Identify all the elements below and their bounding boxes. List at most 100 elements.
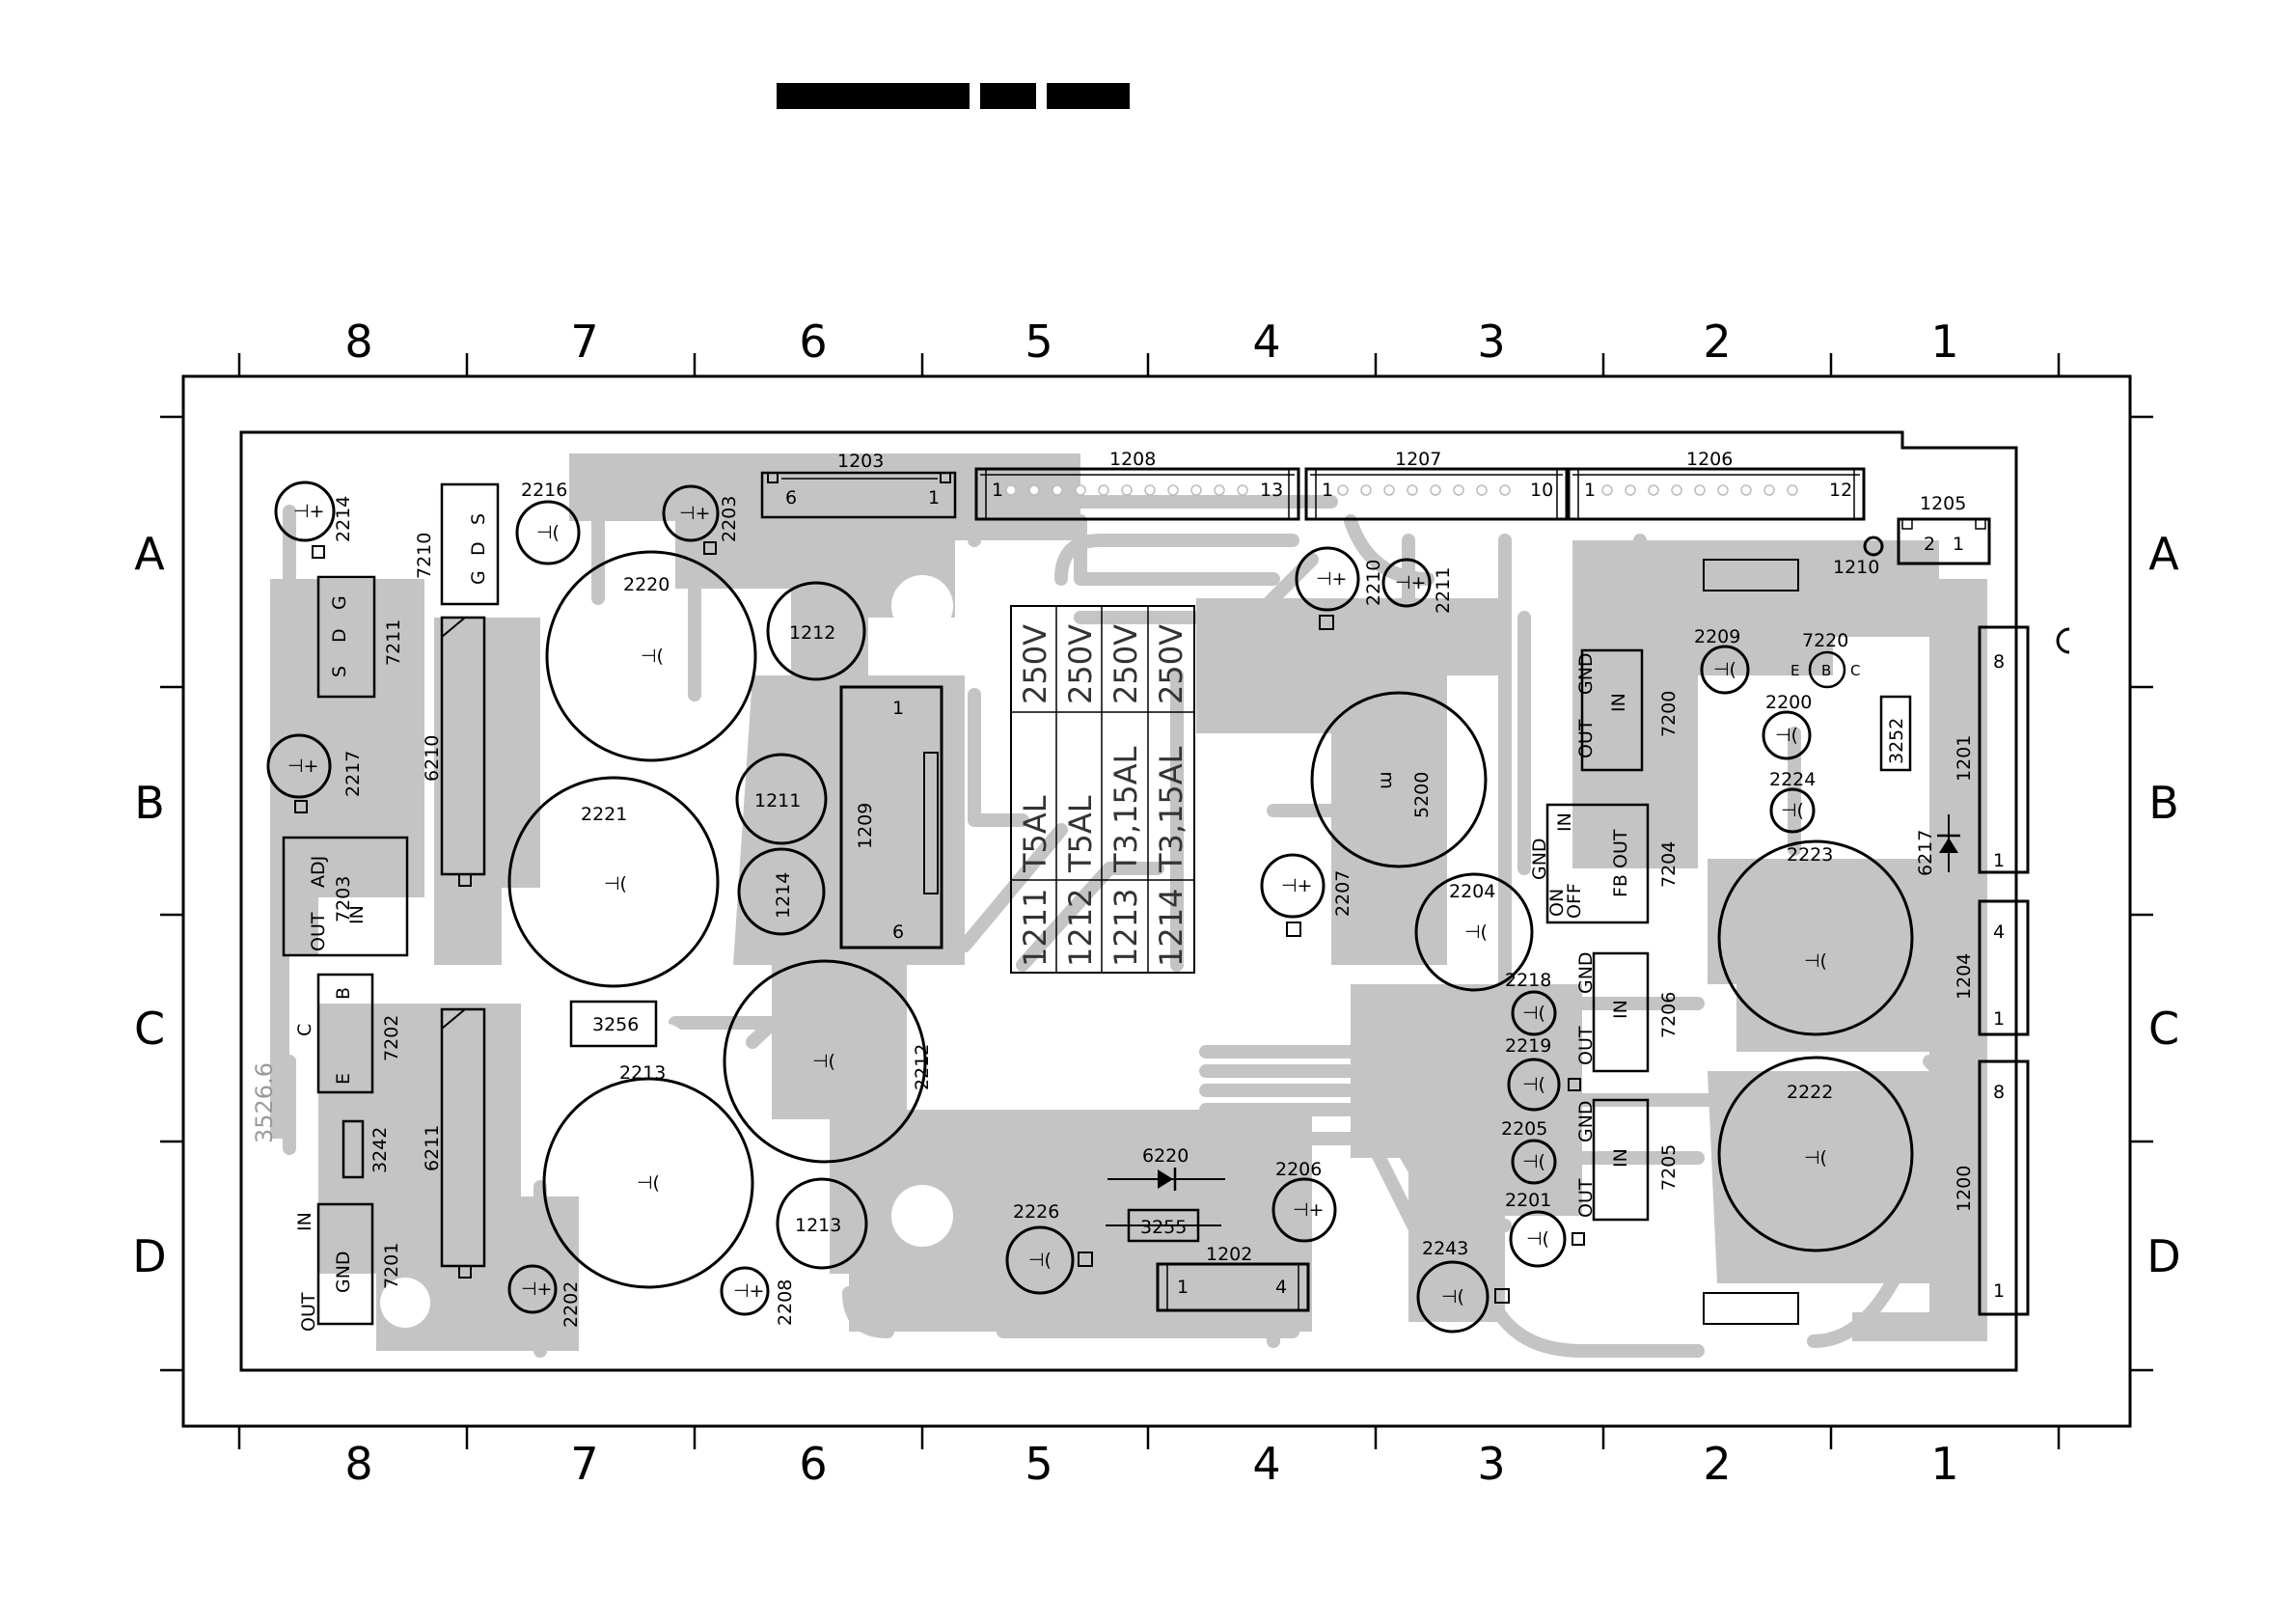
component-ref: 6220 — [1142, 1145, 1189, 1167]
copper-pour-mid-left — [434, 618, 540, 965]
polarity-mark: ⊣( — [1781, 800, 1804, 821]
fuse-current: T3,15AL — [1107, 746, 1144, 873]
top-ticks — [237, 353, 2061, 376]
connector-pin-label: 1 — [1322, 480, 1333, 501]
cap-2216: 2216 ⊣( — [515, 480, 581, 565]
component-ref: 2216 — [521, 480, 567, 501]
copper-layer — [270, 454, 1987, 1358]
ring-1211: 1211 — [735, 753, 828, 845]
transistor-7210: 7210 G D S — [414, 482, 500, 606]
pin-label: D — [329, 628, 350, 643]
grid-col-label: 4 — [1252, 1438, 1280, 1490]
component-ref: 7204 — [1658, 841, 1680, 888]
pin-label: IN — [1608, 693, 1629, 712]
header-bars — [777, 83, 1130, 109]
pin-label: OUT — [1575, 1178, 1597, 1218]
cap-2217: ⊣+ 2217 — [266, 733, 364, 813]
bottom-ticks — [237, 1426, 2061, 1449]
connector-ref: 1203 — [837, 451, 884, 472]
connector-pin-label: 1 — [1584, 480, 1596, 501]
component-ref: 1211 — [754, 790, 801, 812]
copper-clearance-holes — [380, 575, 1877, 1328]
component-ref: 2211 — [1433, 567, 1454, 614]
connector-pin-label: 1 — [1993, 1280, 2005, 1302]
component-ref: 1212 — [789, 622, 835, 644]
cap-2202: ⊣+ 2202 — [507, 1264, 582, 1328]
component-ref: 2204 — [1449, 881, 1495, 902]
grid-row-label: B — [2148, 777, 2179, 829]
component-ref: 6210 — [422, 735, 443, 782]
fuse-voltage: 250V — [1107, 624, 1144, 704]
cap-2220: 2220 ⊣( — [545, 550, 757, 762]
ring-1214: 1214 — [737, 847, 826, 936]
connector-pin-label: 1 — [992, 480, 1003, 501]
connector-ref: 1205 — [1920, 493, 1966, 514]
board-version-label: 3526.6 — [251, 1062, 278, 1143]
connector-pin-label: 2 — [1924, 534, 1935, 555]
component-ref: 2223 — [1787, 844, 1833, 866]
pin-label: S — [468, 513, 489, 525]
component-ref: 7210 — [414, 533, 435, 579]
pin-label: OUT — [308, 912, 329, 951]
grid-row-label: D — [2146, 1230, 2180, 1282]
connector-pin-label: 4 — [1993, 922, 2005, 943]
copper-traces — [283, 495, 1984, 1358]
polarity-mark: ⊣+ — [1281, 875, 1312, 896]
connector-pin-label: 1 — [1953, 534, 1964, 555]
component-ref: 2205 — [1501, 1118, 1547, 1140]
pin-label: E — [333, 1073, 354, 1085]
grid-row-label: A — [2148, 528, 2179, 580]
silk-blank-box — [1703, 1292, 1799, 1325]
polarity-mark: ⊣( — [1464, 922, 1488, 943]
component-ref: 2217 — [342, 751, 364, 797]
left-ticks — [160, 415, 183, 1372]
grid-column-labels-top: 8 7 6 5 4 3 2 1 — [344, 316, 1958, 368]
diode-6220: 6220 — [1107, 1145, 1225, 1191]
resistor-3242: 3242 — [342, 1119, 391, 1179]
connector-1207: 1207 1 10 — [1304, 449, 1569, 521]
right-ticks — [2130, 415, 2153, 1372]
connector-1203: 1203 6 1 — [760, 451, 957, 519]
cap-2203: ⊣+ 2203 — [662, 484, 740, 555]
component-ref: 3252 — [1886, 718, 1907, 764]
cap-2212: 2212 ⊣( — [723, 959, 933, 1164]
connector-pin-label: 12 — [1829, 480, 1852, 501]
component-ref: 2224 — [1769, 769, 1816, 790]
grid-col-label: 3 — [1477, 316, 1505, 368]
polarity-mark: ⊣( — [1028, 1250, 1052, 1271]
grid-col-label: 7 — [570, 316, 598, 368]
connector-pin-label: 1 — [892, 698, 904, 719]
diode-6217: 6217 — [1915, 814, 1960, 876]
component-ref: 3242 — [369, 1127, 391, 1173]
component-ref: 2214 — [333, 496, 354, 542]
polarity-mark: ⊣( — [637, 1172, 660, 1194]
pin-label: IN — [1610, 1148, 1631, 1168]
pin-label: OUT — [298, 1292, 319, 1332]
grid-row-label: A — [134, 528, 165, 580]
component-ref: 2200 — [1765, 692, 1812, 713]
pin-label: GND — [1575, 652, 1597, 695]
pin-label: G — [329, 595, 350, 610]
pin-label: E — [1790, 662, 1799, 679]
regulator-7201: 7201 IN GND OUT — [294, 1202, 402, 1332]
resistor-3255: 3255 — [1106, 1208, 1221, 1243]
grid-row-label: B — [134, 777, 165, 829]
grid-col-label: 3 — [1477, 1438, 1505, 1490]
copper-pour-right-mid — [1708, 859, 1929, 1052]
component-ref: 6211 — [422, 1125, 443, 1171]
cap-2210: ⊣+ 2210 — [1295, 546, 1384, 630]
cap-2211: ⊣+ 2211 — [1381, 558, 1454, 614]
grid-column-labels-bottom: 8 7 6 5 4 3 2 1 — [344, 1438, 1958, 1490]
resistor-3252: 3252 — [1879, 695, 1912, 772]
component-ref: 7202 — [381, 1015, 402, 1061]
polarity-mark: ⊣+ — [1293, 1199, 1324, 1221]
component-ref: 7220 — [1802, 630, 1848, 651]
board-frame — [160, 353, 2153, 1449]
connector-ref: 1209 — [855, 803, 876, 849]
polarity-mark: ⊣( — [1522, 1074, 1545, 1095]
connector-1201: 8 1 1201 — [1954, 625, 2030, 874]
cap-2208: ⊣+ 2208 — [720, 1266, 796, 1326]
connector-1200: 8 1 1200 — [1954, 1059, 2030, 1316]
component-ref: 2243 — [1422, 1238, 1468, 1259]
polarity-mark: ⊣( — [1522, 1151, 1545, 1172]
